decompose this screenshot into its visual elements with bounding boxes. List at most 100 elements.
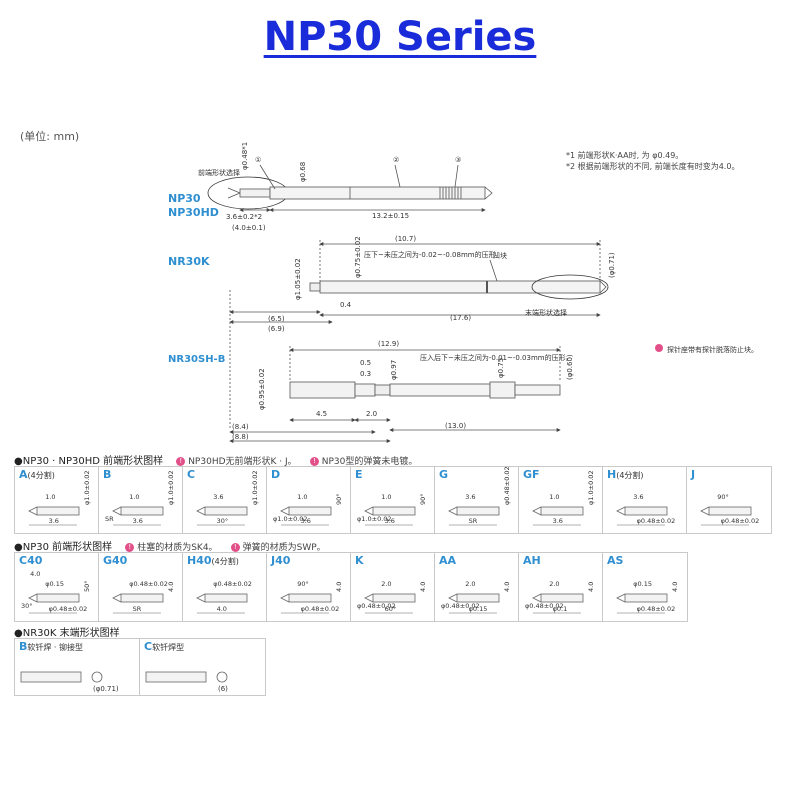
np30-dia-body: φ0.68	[299, 162, 307, 182]
shape-drawing: 1.03.6φ1.0±0.02	[532, 470, 595, 526]
nr30k-note: 压下~未压之间为-0.02~-0.08mm的压形。	[364, 250, 503, 259]
pin-body	[624, 593, 668, 603]
shape-code-text: J40	[271, 554, 291, 567]
nr30shb-len-20: 2.0	[366, 410, 377, 418]
shape-dim: 3.6	[301, 517, 311, 525]
shape-dim: φ0.48±0.02	[721, 517, 760, 525]
pin-body	[120, 506, 164, 516]
shape-dim: 1.0	[297, 493, 307, 501]
shape-dim: 3.6	[133, 517, 143, 525]
shape-code: B软钎焊 · 铆接型	[19, 640, 83, 653]
shape-sub: (4分割)	[211, 557, 239, 566]
nr30shb-warning: 探针座带有探针脱落防止块。	[667, 345, 758, 354]
shape-dim: 1.0	[129, 493, 139, 501]
shape-dim: 90°	[335, 493, 343, 505]
nr30k-dia-c: (φ0.71)	[608, 252, 616, 278]
nr30shb-dia-a: φ0.95±0.02	[258, 368, 266, 410]
shape-code-text: AH	[523, 554, 541, 567]
section1-note2: NP30型的弹簧未电镀。	[321, 457, 418, 467]
pin-body	[540, 506, 584, 516]
shape-dim: 3.6	[213, 493, 223, 501]
np30-len-body: 13.2±0.15	[372, 212, 409, 220]
section3-shapes: B软钎焊 · 铆接型(φ0.71)C软钎焊型(6)	[14, 638, 266, 696]
shape-dim: (φ0.71)	[93, 685, 119, 693]
footnotes: *1 前端形状K·AA时, 为 φ0.49。 *2 根据前端形状的不同, 前端长…	[566, 150, 739, 172]
shape-code: H40(4分割)	[187, 554, 239, 567]
shape-drawing: (6)	[145, 671, 228, 693]
label-nr30k: NR30K	[168, 255, 210, 268]
section1-note1: NP30HD无前端形状K · J。	[188, 457, 297, 467]
shape-sub: (4分割)	[616, 471, 644, 480]
nr30shb-dia-b: φ0.97	[390, 360, 398, 380]
shape-dim: 3.6	[385, 517, 395, 525]
shape-code-text: E	[355, 468, 363, 481]
shape-sub: 软钎焊 · 铆接型	[27, 643, 84, 652]
pin-tip	[532, 593, 542, 603]
shape-code: AH	[523, 554, 541, 567]
tail-body	[145, 671, 207, 683]
np30-drawing	[207, 164, 493, 212]
shape-dim: φ0.48±0.02	[129, 580, 168, 588]
shape-dim: 30°	[21, 602, 33, 610]
shape-drawing: 2.0φ0.154.0φ0.48±0.02	[441, 580, 511, 614]
pin-tip	[196, 593, 206, 603]
shape-code: GF	[523, 468, 540, 481]
shape-dim: 4.0	[30, 570, 40, 578]
shape-code-text: K	[355, 554, 364, 567]
shape-code-text: G	[439, 468, 449, 481]
shape-dim: 90°	[419, 493, 427, 505]
shape-dim: 90°	[297, 580, 309, 588]
pin-body	[708, 506, 752, 516]
shape-dim: 3.6	[465, 493, 475, 501]
section2-note2: 弹簧的材质为SWP。	[242, 543, 326, 553]
np30-dia-tip: φ0.48*1	[241, 142, 249, 170]
shape-dim: φ0.48±0.02	[441, 602, 480, 610]
pin-body	[288, 506, 332, 516]
shape-drawing: φ0.48±0.024.0	[196, 580, 252, 614]
pin-body	[36, 506, 80, 516]
shape-dim: φ0.48±0.02	[357, 602, 396, 610]
nr30shb-dim-05: 0.5	[360, 359, 371, 367]
marker-3: ③	[455, 156, 461, 164]
shape-code: J	[691, 468, 695, 481]
shape-dim: φ1.0±0.02	[587, 470, 595, 505]
nr30k-dia-a: φ0.75±0.02	[354, 236, 362, 278]
shape-dim: φ0.48±0.02	[637, 605, 676, 613]
shape-dim: 1.0	[549, 493, 559, 501]
np30-callout: 前端形状选择	[198, 168, 240, 177]
label-np30: NP30	[168, 192, 201, 205]
shape-drawing: 2.060°4.0φ0.48±0.02	[357, 580, 427, 614]
nr30k-tail-callout: 末端形状选择	[525, 308, 567, 317]
pin-tip	[700, 506, 710, 516]
shape-dim: 4.0	[167, 582, 175, 592]
caution-icon: !	[230, 543, 240, 552]
pin-tip	[616, 593, 626, 603]
nr30k-len-a: 0.4	[340, 301, 352, 309]
shape-drawing: 1.03.6φ1.0±0.02	[28, 470, 91, 526]
shape-dim: 4.0	[503, 582, 511, 592]
shape-dim: φ1.0±0.02	[83, 470, 91, 505]
shape-dim: 50°	[83, 580, 91, 592]
shape-code-text: GF	[523, 468, 540, 481]
section3-title: ●NR30K 末端形状图样	[14, 628, 120, 639]
shape-dim: 1.0	[45, 493, 55, 501]
pin-body	[456, 506, 500, 516]
tail-end-view	[216, 671, 228, 683]
shape-dim: 4.0	[671, 582, 679, 592]
pin-tip	[616, 506, 626, 516]
warning-icon	[655, 344, 663, 352]
shape-sub: (4分割)	[27, 471, 55, 480]
np30-len-tip-alt: (4.0±0.1)	[232, 224, 266, 232]
shape-dim: φ0.48±0.02	[301, 605, 340, 613]
nr30shb-len-130: (13.0)	[445, 422, 466, 430]
shape-dim: SR	[105, 515, 114, 523]
shape-code-text: AA	[439, 554, 457, 567]
